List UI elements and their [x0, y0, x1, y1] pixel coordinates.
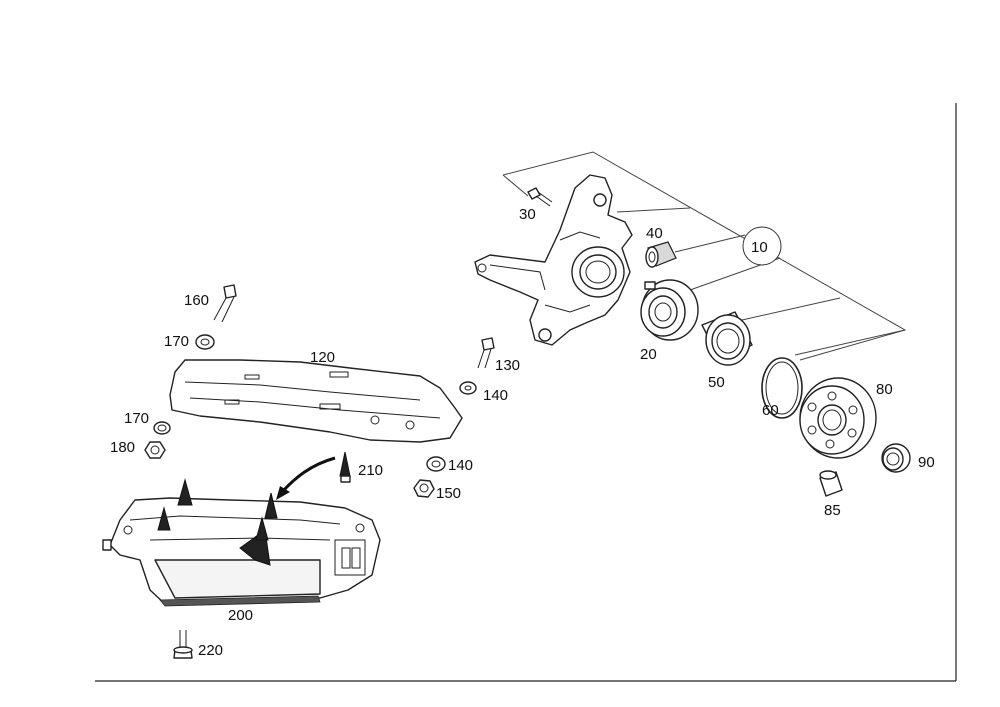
callout-50: 50 — [708, 374, 725, 391]
wheel-bearing-50 — [701, 311, 753, 366]
hub-nut-90 — [881, 443, 911, 473]
callout-80: 80 — [876, 381, 893, 398]
callout-10: 10 — [751, 239, 768, 256]
callout-170-upper: 170 — [164, 333, 189, 350]
wheel-hub-20 — [640, 279, 699, 341]
callout-210: 210 — [358, 462, 383, 479]
callout-200: 200 — [228, 607, 253, 624]
washer-170-lower — [153, 421, 171, 435]
callout-85: 85 — [824, 502, 841, 519]
callout-20: 20 — [640, 346, 657, 363]
callout-130: 130 — [495, 357, 520, 374]
bolt-160 — [213, 284, 237, 323]
callout-90: 90 — [918, 454, 935, 471]
bolt-130 — [477, 337, 495, 369]
callout-220: 220 — [198, 642, 223, 659]
nut-180 — [144, 441, 166, 459]
circlip-60 — [761, 357, 803, 419]
bush-40 — [645, 241, 677, 268]
pin-85 — [819, 470, 843, 497]
crossmember-120 — [169, 359, 463, 443]
callout-180: 180 — [110, 439, 135, 456]
assembly-arrow — [276, 456, 336, 500]
callout-150: 150 — [436, 485, 461, 502]
callout-circle-10 — [742, 226, 782, 266]
subframe-unit-200 — [102, 478, 381, 607]
washer-140-upper — [459, 381, 477, 395]
callout-140-upper: 140 — [483, 387, 508, 404]
wheel-flange-80 — [799, 377, 877, 459]
callout-60: 60 — [762, 402, 779, 419]
callout-30: 30 — [519, 206, 536, 223]
callout-160: 160 — [184, 292, 209, 309]
diagram-frame — [95, 103, 957, 682]
washer-170-upper — [195, 334, 215, 350]
wheel-carrier-knuckle — [474, 174, 633, 346]
nut-150 — [413, 479, 435, 498]
callout-labels: 10 20 30 40 50 60 80 85 90 120 130 140 1… — [110, 206, 935, 659]
callout-140-lower: 140 — [448, 457, 473, 474]
callout-40: 40 — [646, 225, 663, 242]
callout-170-lower: 170 — [124, 410, 149, 427]
bolt-220 — [173, 630, 193, 659]
washer-140-lower — [426, 456, 446, 472]
bolt-30 — [527, 187, 553, 207]
stud-210 — [339, 451, 351, 483]
callout-120: 120 — [310, 349, 335, 366]
